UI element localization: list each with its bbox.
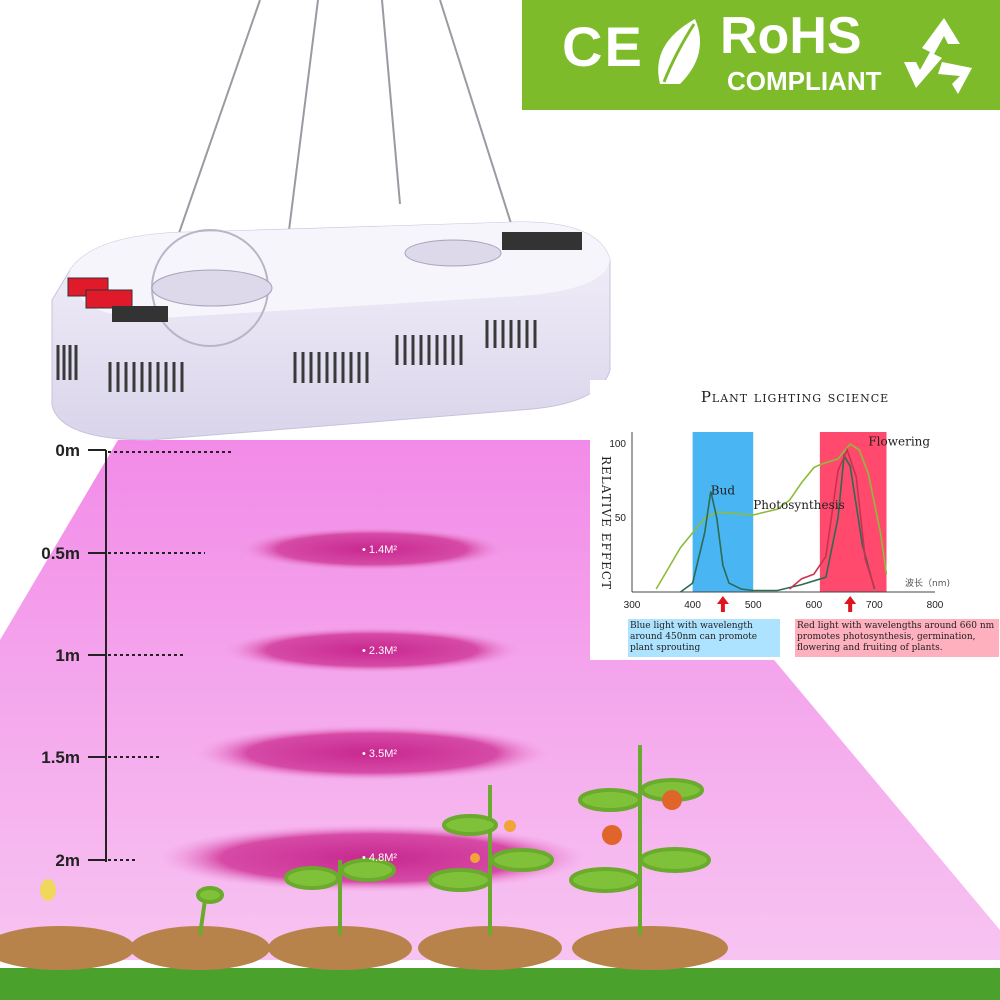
certification-badge: CE RoHS COMPLIANT <box>522 0 1000 110</box>
y-tick-label: 50 <box>615 513 627 524</box>
coverage-ellipse <box>222 627 522 673</box>
flower-icon <box>504 820 516 832</box>
ce-mark: CE <box>562 15 644 78</box>
spectrum-chart-panel: Plant lighting science 300 400 500 600 700 80… <box>590 380 1000 660</box>
grow-light-fixture <box>51 221 611 441</box>
arrow-up-icon <box>716 596 729 612</box>
series-line <box>655 442 888 590</box>
soil-mounds <box>0 926 728 970</box>
compliant-text: COMPLIANT <box>727 66 882 96</box>
coverage-area-value: 2.3M² <box>368 645 398 657</box>
coverage-area-label: • 1.4M² <box>362 544 398 556</box>
coverage-ellipse <box>237 527 507 571</box>
x-tick-label: 600 <box>805 600 822 611</box>
spectrum-chart: 300 400 500 600 700 800 50 100BudPhotosynthesis… <box>599 432 950 612</box>
coverage-area-value: 3.5M² <box>368 748 398 760</box>
y-axis-label: RELATIVE EFFECT <box>599 456 613 590</box>
coverage-area-value: 4.8M² <box>368 852 398 864</box>
rohs-mark: RoHS <box>720 7 862 65</box>
x-tick-label: 500 <box>745 600 762 611</box>
annotation-label: Flowering <box>868 434 930 448</box>
x-tick-label: 400 <box>684 600 701 611</box>
series-line <box>680 453 876 593</box>
height-label: 0m <box>55 441 80 460</box>
scale-dotted-lines <box>108 451 232 861</box>
height-label: 2m <box>55 851 80 870</box>
leaf-icon <box>658 19 700 84</box>
power-socket-icon <box>502 232 582 250</box>
ground-strip <box>0 968 1000 1000</box>
power-socket-icon <box>112 306 168 322</box>
coverage-area-value: 1.4M² <box>368 544 398 556</box>
x-tick-label: 800 <box>927 600 944 611</box>
x-axis-label: 波长（nm) <box>905 577 950 589</box>
plants <box>196 745 711 936</box>
coverage-area-label: • 4.8M² <box>362 852 398 864</box>
height-label: 1m <box>55 646 80 665</box>
flower-icon <box>470 853 480 863</box>
annotation-label: Bud <box>711 483 736 497</box>
tomato-icon <box>602 790 682 845</box>
red-light-note: Red light with wavelengths around 660 nm… <box>795 619 999 657</box>
power-switch-icon <box>85 289 133 309</box>
series-line <box>789 447 876 590</box>
coverage-ellipse <box>194 725 550 781</box>
coverage-area-label: • 2.3M² <box>362 645 398 657</box>
seed-icon <box>40 879 56 901</box>
annotation-label: Photosynthesis <box>753 498 845 512</box>
x-tick-label: 700 <box>866 600 883 611</box>
vent-slots <box>56 320 537 392</box>
recycle-icon <box>904 18 972 94</box>
chart-title: Plant lighting science <box>700 388 890 406</box>
height-label: 0.5m <box>41 544 80 563</box>
arrow-up-icon <box>844 596 857 612</box>
hanging-wires <box>177 0 523 263</box>
y-tick-label: 100 <box>609 439 626 450</box>
fan-icon <box>151 269 273 307</box>
height-scale <box>88 449 107 862</box>
coverage-area-label: • 3.5M² <box>362 748 398 760</box>
height-label: 1.5m <box>41 748 80 767</box>
light-beam <box>0 440 1000 960</box>
blue-light-note: Blue light with wavelength around 450nm … <box>628 619 780 657</box>
fan-icon <box>404 239 502 267</box>
x-tick-label: 300 <box>624 600 641 611</box>
